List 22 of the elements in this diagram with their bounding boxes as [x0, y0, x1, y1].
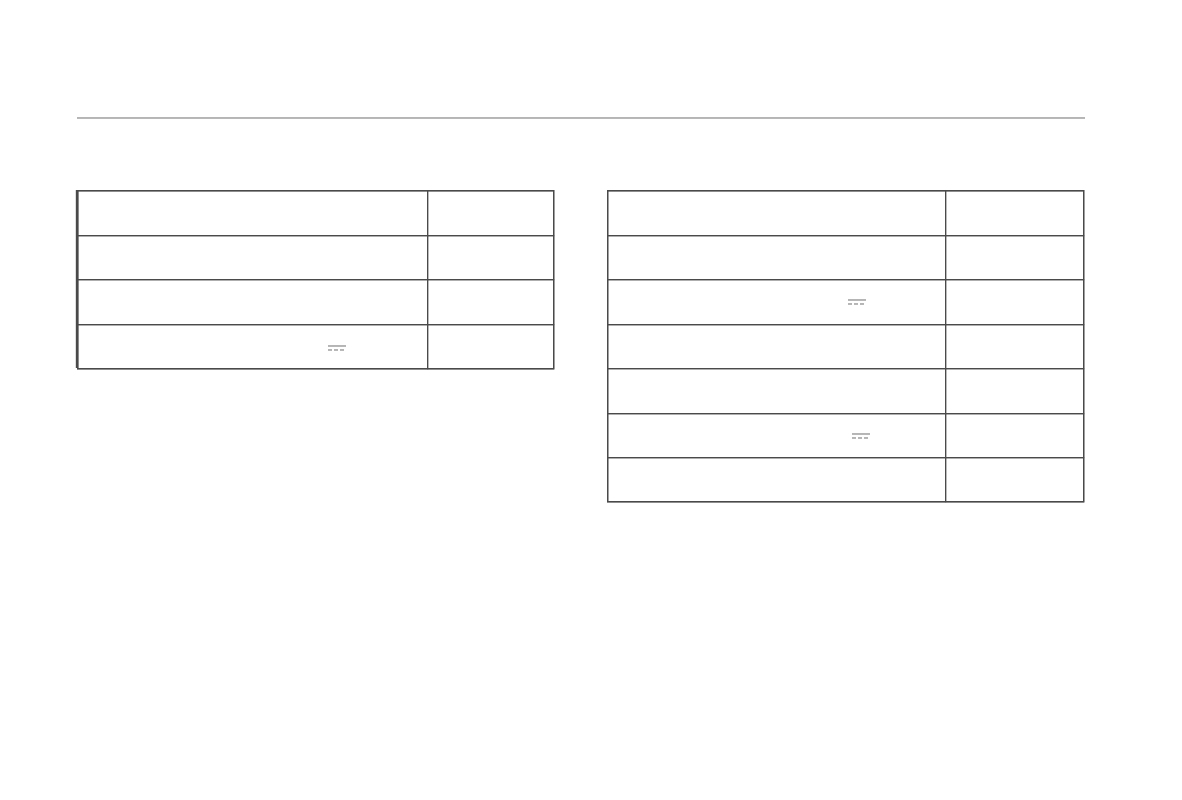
table-cell [607, 413, 947, 459]
table-cell [77, 279, 429, 326]
table-cell [945, 190, 1085, 237]
table-cell [427, 190, 555, 237]
table-cell [945, 413, 1085, 459]
table-cell [427, 235, 555, 281]
table-cell [607, 279, 947, 326]
table-cell [945, 235, 1085, 281]
table-cell [607, 235, 947, 281]
table-cell [945, 324, 1085, 370]
table-cell [427, 279, 555, 326]
table-cell [427, 324, 555, 370]
table-cell [607, 457, 947, 503]
table-cell [945, 368, 1085, 415]
table-cell [607, 324, 947, 370]
table-cell [77, 324, 429, 370]
table-cell [77, 190, 429, 237]
table-cell [945, 279, 1085, 326]
table-cell [77, 235, 429, 281]
table-cell [607, 368, 947, 415]
table-cell [607, 190, 947, 237]
table-cell [945, 457, 1085, 503]
